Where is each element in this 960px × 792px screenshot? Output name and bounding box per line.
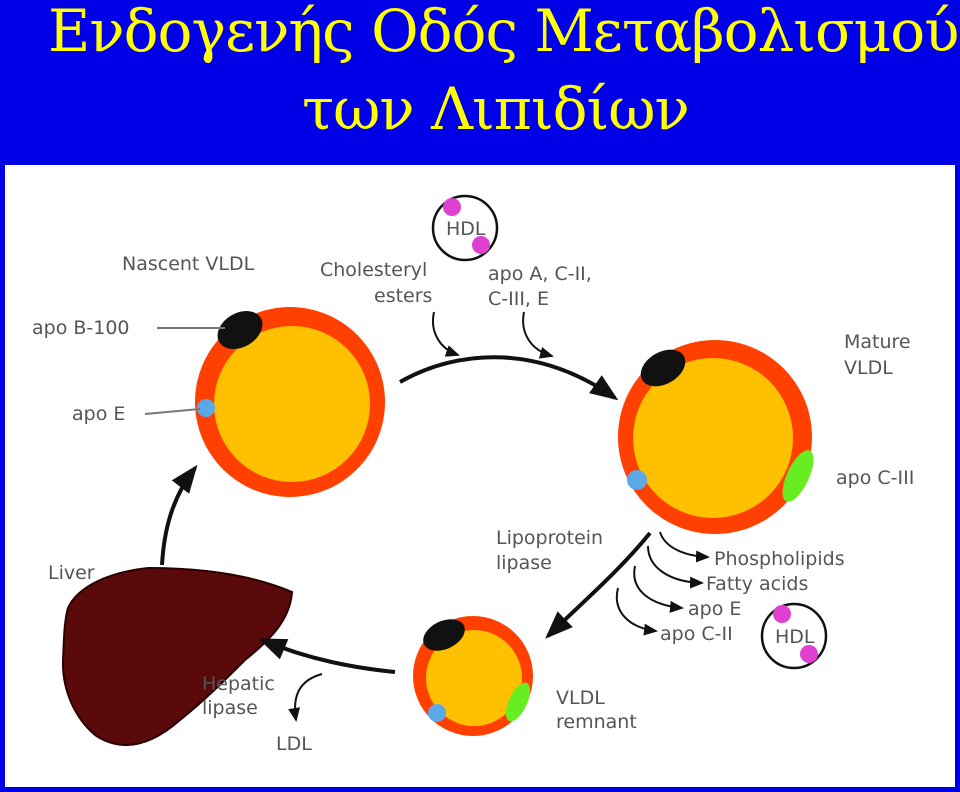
label-cholesteryl: Cholesteryl (320, 259, 427, 281)
label-apo-b100: apo B-100 (32, 317, 130, 339)
diagram-canvas: HDL HDL (5, 165, 955, 787)
hdl-dot (800, 645, 818, 663)
arrow-liver-to-nascent (160, 464, 198, 566)
apo-e-protein (428, 704, 446, 722)
arrow-cholesteryl-esters (432, 311, 460, 357)
label-apo-ciii: apo C-III (836, 467, 914, 489)
nascent-vldl-core (214, 326, 370, 482)
label-hepatic-lipase: lipase (202, 697, 258, 719)
arrow-phospholipids (659, 531, 710, 563)
hdl-dot (773, 605, 791, 623)
label-hepatic: Hepatic (202, 673, 275, 695)
header: Ενδογενής Οδός Μεταβολισμού των Λιπιδίων (0, 0, 960, 160)
diagram-panel: HDL HDL (0, 160, 960, 792)
liver-shape (61, 566, 294, 746)
apo-b100-protein (217, 311, 263, 349)
label-apo-ciii-e: C-III, E (488, 288, 549, 310)
hdl-label-bottom: HDL (775, 626, 815, 648)
label-vldl-remnant-2: remnant (556, 711, 637, 733)
page-title: Ενδογενής Οδός Μεταβολισμού (48, 0, 959, 65)
hdl-dot (472, 236, 490, 254)
label-lipase: lipase (496, 552, 552, 574)
mature-vldl-core (633, 358, 793, 518)
label-mature: Mature (844, 331, 911, 353)
arrow-fatty-acids (647, 545, 704, 589)
apo-e-protein (197, 399, 215, 417)
apo-c3-protein (505, 682, 531, 722)
apo-b100-protein (423, 619, 465, 651)
apo-e-pointer (144, 408, 201, 415)
arrow-apo-input (522, 311, 554, 359)
label-fatty-acids: Fatty acids (706, 573, 808, 595)
label-nascent-vldl: Nascent VLDL (122, 253, 255, 275)
label-apo-cii: apo C-II (660, 623, 733, 645)
hdl-particle-top: HDL (431, 194, 499, 262)
nascent-vldl-particle (195, 307, 385, 497)
arrow-apo-cii-release (615, 587, 658, 636)
label-esters: esters (374, 285, 432, 307)
arrow-remnant-to-liver (258, 638, 396, 674)
label-liver: Liver (48, 562, 95, 584)
label-apo-acii: apo A, C-II, (488, 263, 592, 285)
apo-e-protein (627, 470, 647, 490)
hdl-particle-bottom: HDL (760, 602, 828, 670)
arrow-apo-e-release (633, 565, 684, 613)
arrow-nascent-to-mature (399, 355, 619, 401)
lipid-pathway-diagram: HDL HDL (32, 194, 914, 755)
mature-vldl-particle (618, 340, 814, 534)
label-vldl-remnant-1: VLDL (556, 687, 605, 709)
label-phospholipids: Phospholipids (714, 548, 845, 570)
arrow-to-ldl (288, 673, 323, 722)
remnant-core (426, 630, 522, 726)
vldl-remnant-particle (413, 616, 533, 736)
label-apo-e-left: apo E (72, 403, 125, 425)
hdl-label-top: HDL (446, 218, 486, 240)
apo-b100-protein (640, 349, 686, 387)
hdl-dot (443, 198, 461, 216)
label-lipoprotein: Lipoprotein (496, 527, 603, 549)
arrow-mature-to-remnant (545, 531, 652, 639)
label-vldl: VLDL (844, 357, 893, 379)
page-subtitle: των Λιπιδίων (302, 75, 690, 143)
label-apo-e-right: apo E (688, 598, 741, 620)
label-ldl: LDL (276, 733, 312, 755)
apo-c3-protein (782, 450, 814, 502)
